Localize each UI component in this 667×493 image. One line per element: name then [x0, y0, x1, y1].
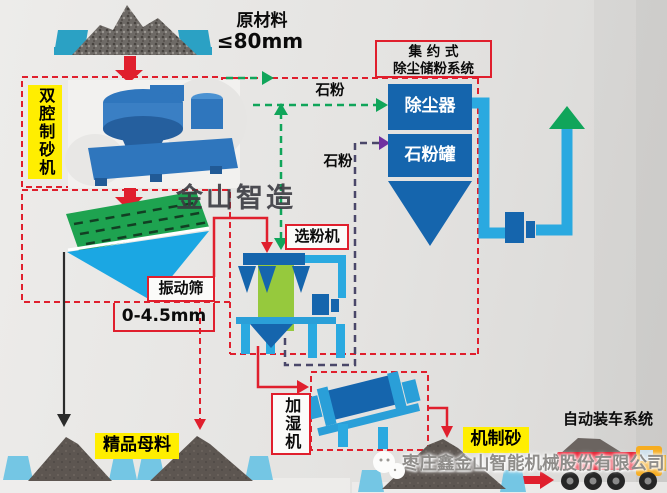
down-arrowhead-icon [441, 426, 453, 438]
raw-material-pile [72, 5, 197, 55]
aggregate-pile-1 [28, 437, 112, 481]
machine-sand-pile [382, 439, 506, 489]
dust-system-title: 集 约 式 除尘储粉系统 [375, 40, 492, 78]
screen-label: 振动筛 [147, 276, 215, 302]
output-piles [3, 436, 526, 492]
aggregate-pile-2 [150, 436, 253, 481]
screen-to-aggregate-arrow [57, 252, 71, 427]
right-arrowhead-icon [297, 380, 309, 394]
purple-arrowhead-icon [379, 136, 390, 150]
dust-system-illustration [388, 97, 585, 246]
black-arrowhead-icon [57, 414, 71, 427]
red-flow-lines [212, 216, 449, 428]
feed-label: 原材料 [236, 11, 288, 31]
blower [505, 212, 524, 243]
up-arrowhead-icon [274, 103, 288, 115]
down-arrowhead-icon [261, 242, 273, 253]
machine-sand-label: 机制砂 [463, 427, 529, 453]
up-exhaust-arrow-icon [549, 106, 585, 129]
powder-tank-box: 石粉罐 [388, 134, 472, 177]
dust-collector-box: 除尘器 [388, 84, 472, 130]
classifier-to-tank-line [283, 136, 390, 367]
company-watermark: 枣庄鑫金山智能机械股份有限公司 [402, 454, 665, 474]
truck-wheels [561, 472, 657, 490]
down-flow-arrow-icon [274, 238, 288, 250]
feed-size-label: ≤80mm [216, 29, 304, 53]
vibrating-screen-illustration [66, 191, 210, 301]
stone-powder-label-mid: 石粉 [323, 154, 353, 170]
classifier-label: 选粉机 [285, 224, 349, 250]
powder-flow-green-lines [226, 76, 378, 240]
raw-material-feeder [54, 5, 212, 55]
classifier-illustration [236, 253, 346, 358]
screen-funnel [67, 231, 209, 301]
green-arrowheads [262, 71, 388, 250]
auto-loading-label: 自动装车系统 [562, 410, 653, 428]
dust-system-title-line2: 除尘储粉系统 [393, 61, 474, 77]
watermark-mascot-icon [373, 451, 405, 479]
sand-to-truck-arrowhead-icon [540, 471, 554, 489]
aggregate-label: 精品母料 [95, 433, 179, 459]
red-arrowheads [261, 242, 453, 438]
loading-truck-illustration [557, 438, 666, 490]
crusher-label: 双腔制砂机 [28, 85, 62, 179]
humidifier-illustration [305, 371, 421, 449]
screen-range-label: 0-4.5mm [113, 303, 215, 332]
dust-system-title-line1: 集 约 式 [408, 44, 459, 60]
dashed-arrowhead-down-icon [194, 419, 206, 430]
truck-window [640, 450, 653, 461]
crusher-illustration [65, 78, 247, 188]
right-arrowhead-icon [262, 71, 274, 85]
right-arrowhead-icon [376, 98, 388, 112]
center-watermark: 金山智造 [176, 183, 296, 214]
tank-funnel [388, 181, 472, 246]
humidifier-label: 加湿机 [271, 393, 311, 455]
stone-powder-label-top: 石粉 [315, 83, 345, 99]
